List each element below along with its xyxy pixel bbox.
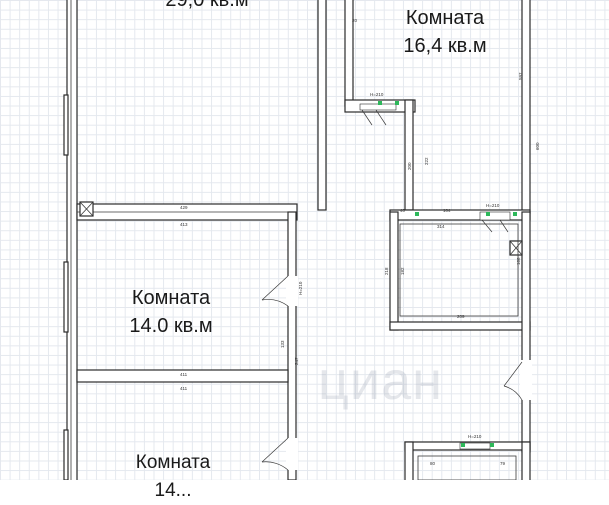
room-area: 14.0 кв.м <box>129 315 213 337</box>
dim-429: 429 <box>180 205 188 210</box>
door-height-label: H=210 <box>370 92 384 97</box>
dim-411a: 411 <box>180 372 188 377</box>
floor-plan-drawing: 429 413 411 411 104 314 209 80 79 40 20 … <box>63 0 540 480</box>
room-area: 29,0 кв.м <box>165 0 249 11</box>
top-right-room-left-wall <box>344 0 354 107</box>
room-middle-left-label: Комната 14.0 кв.м <box>96 284 246 340</box>
room-area: 16,4 кв.м <box>403 35 487 57</box>
middle-room-right-wall <box>287 211 297 480</box>
dim-314: 314 <box>437 224 445 229</box>
watermark: циан <box>318 351 443 411</box>
left-outer-wall <box>66 0 78 480</box>
dim-209: 209 <box>457 314 465 319</box>
room-top-left-label: 29,0 кв.м <box>132 0 282 14</box>
top-right-room-right-wall <box>521 0 531 214</box>
door-height-label: H=210 <box>486 203 500 208</box>
room-bottom-left-label: Комната 14... <box>98 449 248 505</box>
dim-411b: 411 <box>180 386 188 391</box>
dim-166: 166 <box>516 257 521 265</box>
room-title: Комната <box>405 7 485 29</box>
dim-104: 104 <box>443 208 451 213</box>
door-height-label: H=210 <box>298 281 303 295</box>
dim-40: 40 <box>400 208 406 213</box>
dim-20: 20 <box>352 18 358 23</box>
dim-247: 247 <box>294 357 299 365</box>
room-title: Комната <box>131 287 211 309</box>
dim-597: 597 <box>518 72 523 80</box>
room-divider-wall <box>76 369 289 383</box>
room-title: Комната <box>135 452 211 473</box>
dim-79: 79 <box>500 461 506 466</box>
dim-600: 600 <box>535 142 540 150</box>
dim-80: 80 <box>430 461 436 466</box>
dim-182: 182 <box>400 267 405 275</box>
door-height-label: H=210 <box>468 434 482 439</box>
dim-218: 218 <box>384 267 389 275</box>
dim-200: 200 <box>407 162 412 170</box>
room-area: 14... <box>154 480 192 501</box>
dim-133: 133 <box>280 340 285 348</box>
dim-222: 222 <box>424 157 429 165</box>
top-room-right-wall <box>317 0 327 211</box>
dim-413: 413 <box>180 222 188 227</box>
room-top-right-label: Комната 16,4 кв.м <box>370 4 520 60</box>
